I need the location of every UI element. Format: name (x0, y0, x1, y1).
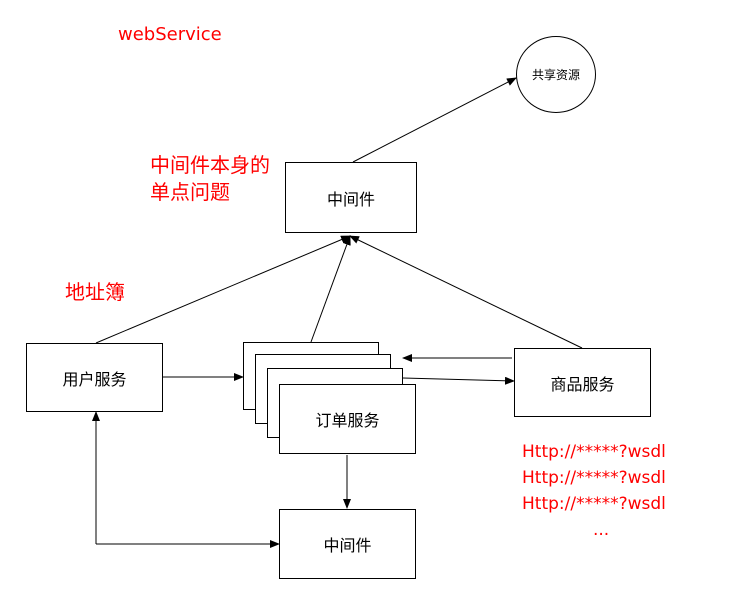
address-book-note: 地址簿 (65, 280, 125, 304)
arrow-order-service-to-middleware (310, 235, 351, 343)
middleware-bottom-node: 中间件 (279, 509, 416, 579)
product-service-node: 商品服务 (514, 348, 651, 417)
wsdl-url-item: Http://*****?wsdl (522, 442, 666, 462)
single-point-note-line1: 中间件本身的 (150, 153, 270, 177)
single-point-note: 中间件本身的 单点问题 (150, 152, 270, 206)
line-product-service-to-middleware (349, 235, 583, 349)
line-user-service-to-middleware (95, 235, 351, 344)
wsdl-url-list: Http://*****?wsdl Http://*****?wsdl Http… (522, 439, 666, 543)
user-service-node: 用户服务 (26, 343, 163, 412)
diagram-title: webService (118, 24, 222, 45)
wsdl-url-item: Http://*****?wsdl (522, 468, 666, 488)
middleware-top-node: 中间件 (285, 162, 417, 233)
single-point-note-line2: 单点问题 (150, 180, 230, 204)
arrow-order-service-to-product-service (402, 376, 515, 385)
arrow-middleware-to-shared-resource (352, 77, 517, 163)
wsdl-url-item: Http://*****?wsdl (522, 494, 666, 514)
shared-resource-node: 共享资源 (516, 36, 596, 113)
order-service-node: 订单服务 (279, 384, 416, 454)
wsdl-url-ellipsis: ... (593, 520, 610, 540)
